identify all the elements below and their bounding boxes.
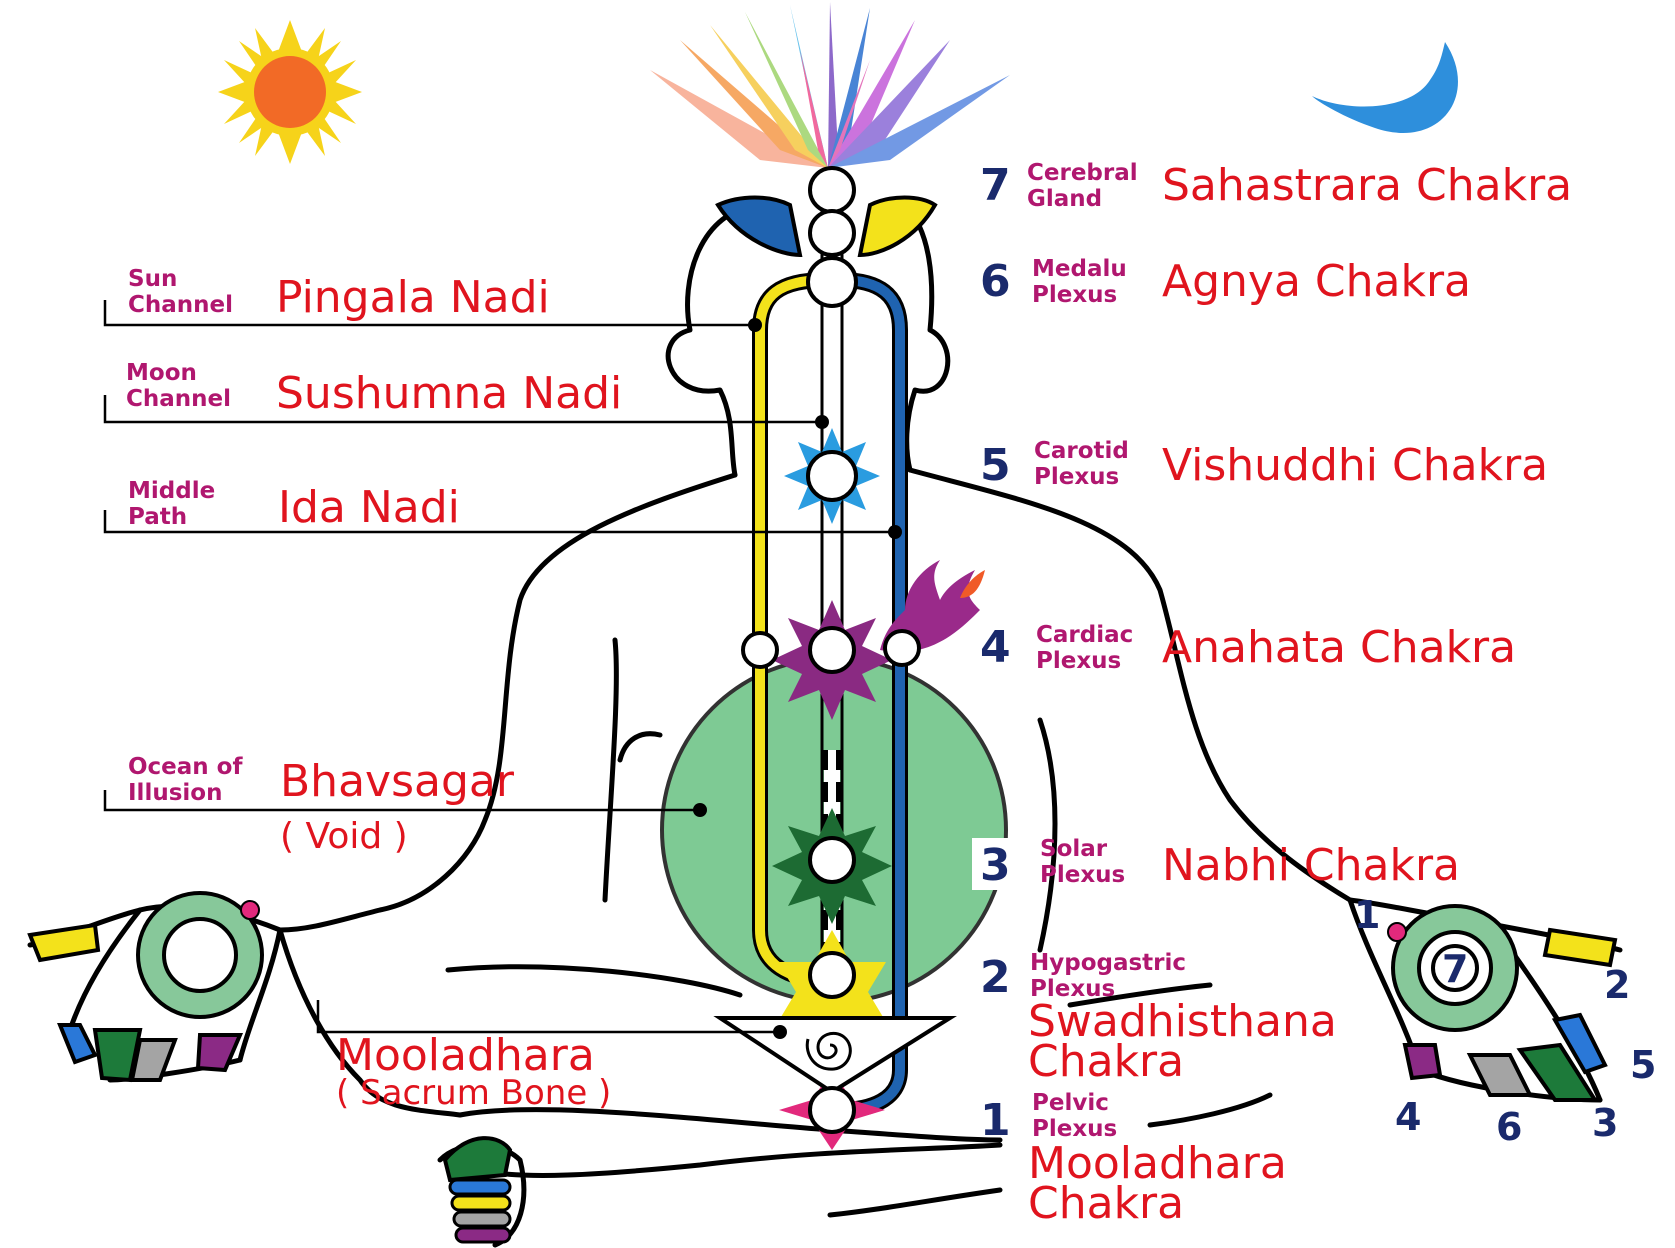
chakra-name: Vishuddhi Chakra bbox=[1162, 440, 1548, 491]
chakra-name: Agnya Chakra bbox=[1162, 256, 1471, 307]
hand-number-3: 3 bbox=[1592, 1101, 1618, 1145]
chakra-name: Anahata Chakra bbox=[1162, 622, 1516, 673]
sun-icon bbox=[218, 20, 362, 164]
plexus-line-1: Cerebral bbox=[1027, 160, 1138, 186]
plexus-line-2: Plexus bbox=[1034, 464, 1119, 490]
chakra-name-line-2: Chakra bbox=[1028, 1036, 1184, 1087]
chakra-label-2: 2 Hypogastric Plexus Swadhisthana Chakra bbox=[980, 950, 1337, 1087]
chakra-label-3: 3 Solar Plexus Nabhi Chakra bbox=[972, 836, 1460, 891]
chakra-label-5: 5 Carotid Plexus Vishuddhi Chakra bbox=[980, 438, 1548, 491]
nadi-sub-2: Path bbox=[128, 504, 187, 530]
plexus-line-2: Plexus bbox=[1036, 648, 1121, 674]
chakra-number: 7 bbox=[980, 160, 1011, 211]
plexus-line-2: Plexus bbox=[1040, 862, 1125, 888]
hand-number-2: 2 bbox=[1604, 963, 1630, 1007]
plexus-line-1: Solar bbox=[1040, 836, 1108, 862]
nadi-name: Sushumna Nadi bbox=[276, 368, 622, 419]
chakra-number: 5 bbox=[980, 440, 1011, 491]
left-fist bbox=[445, 1138, 510, 1242]
nadi-name: Ida Nadi bbox=[278, 482, 460, 533]
nadi-label-ida: Middle Path Ida Nadi bbox=[128, 478, 460, 533]
chakra-number: 1 bbox=[980, 1095, 1011, 1146]
plexus-line-1: Pelvic bbox=[1032, 1090, 1109, 1116]
bhavsagar-sub-1: Ocean of bbox=[128, 754, 243, 780]
plexus-line-1: Medalu bbox=[1032, 256, 1127, 282]
plexus-line-1: Hypogastric bbox=[1030, 950, 1186, 976]
hand-number-7: 7 bbox=[1442, 947, 1468, 991]
chakra-label-1: 1 Pelvic Plexus Mooladhara Chakra bbox=[980, 1090, 1287, 1229]
bhavsagar-sub-2: Illusion bbox=[128, 780, 222, 806]
lotus-icon bbox=[650, 2, 1010, 168]
chakra-number: 4 bbox=[980, 622, 1011, 673]
hand-number-6: 6 bbox=[1496, 1105, 1522, 1149]
bhavsagar-note: ( Void ) bbox=[280, 816, 408, 857]
hand-number-5: 5 bbox=[1630, 1043, 1656, 1087]
hand-number-4: 4 bbox=[1395, 1095, 1421, 1139]
nadi-label-pingala: Sun Channel Pingala Nadi bbox=[128, 266, 550, 323]
plexus-line-1: Carotid bbox=[1034, 438, 1129, 464]
nadi-label-sushumna: Moon Channel Sushumna Nadi bbox=[126, 360, 622, 419]
chakra-label-7: 7 Cerebral Gland Sahastrara Chakra bbox=[980, 160, 1572, 212]
chakra-number: 2 bbox=[980, 952, 1011, 1003]
nadi-sub-1: Moon bbox=[126, 360, 197, 386]
chakra-number: 6 bbox=[980, 256, 1011, 307]
plexus-line-1: Cardiac bbox=[1036, 622, 1133, 648]
chakra-name: Nabhi Chakra bbox=[1162, 840, 1460, 891]
chakra-name: Sahastrara Chakra bbox=[1162, 160, 1572, 211]
plexus-line-2: Plexus bbox=[1032, 282, 1117, 308]
nadi-sub-2: Channel bbox=[126, 386, 231, 412]
bhavsagar-name: Bhavsagar bbox=[280, 756, 515, 807]
sacrum-label: Mooladhara ( Sacrum Bone ) bbox=[336, 1030, 611, 1113]
chakra-label-4: 4 Cardiac Plexus Anahata Chakra bbox=[980, 622, 1516, 674]
nadi-sub-2: Channel bbox=[128, 292, 233, 318]
chakra-label-6: 6 Medalu Plexus Agnya Chakra bbox=[980, 256, 1471, 308]
left-hand bbox=[30, 893, 262, 1080]
nadi-sub-1: Middle bbox=[128, 478, 215, 504]
hand-number-1: 1 bbox=[1354, 893, 1380, 937]
nadi-sub-1: Sun bbox=[128, 266, 177, 292]
bhavsagar-label: Ocean of Illusion Bhavsagar ( Void ) bbox=[128, 754, 515, 857]
moon-icon bbox=[1312, 42, 1458, 133]
sacrum-note: ( Sacrum Bone ) bbox=[336, 1073, 611, 1113]
chakra-number: 3 bbox=[980, 840, 1011, 891]
nadi-name: Pingala Nadi bbox=[276, 272, 550, 323]
plexus-line-2: Gland bbox=[1027, 186, 1102, 212]
right-hand bbox=[1388, 906, 1615, 1100]
chakra-name-line-2: Chakra bbox=[1028, 1178, 1184, 1229]
